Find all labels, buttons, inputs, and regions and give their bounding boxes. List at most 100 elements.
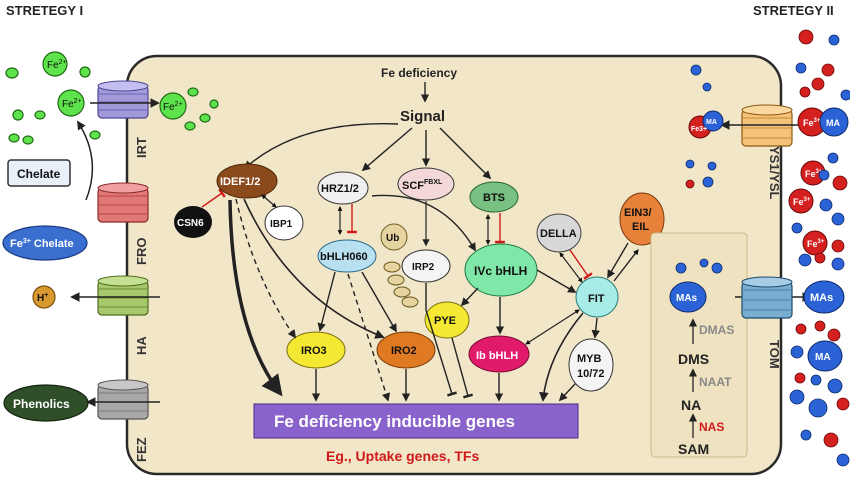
mas-outside-label: MAs	[810, 292, 833, 304]
svg-text:Fe3+: Fe3+	[807, 239, 825, 249]
fe-deficiency-genes-box	[253, 403, 579, 439]
della-node	[536, 213, 582, 253]
ma-dots-inside	[675, 258, 723, 274]
nas-label: NAS	[699, 420, 724, 434]
fe3-ma-complex-outside: Fe3+ MA	[797, 107, 849, 137]
scf-node	[397, 167, 455, 201]
fe2-ions	[5, 66, 219, 145]
svg-text:H+: H+	[37, 292, 48, 304]
strategy-ii-title: STRETEGY II	[753, 3, 834, 18]
myb-label-line1: MYB	[577, 353, 602, 365]
ib-fit-interaction	[525, 309, 580, 345]
fe-deficiency-label: Fe deficiency	[381, 66, 457, 80]
ib-bhlh-label: Ib bHLH	[476, 350, 518, 362]
scf-label: SCFFBXL	[402, 179, 443, 192]
fe3-ma-complex-inside: Fe3+ MA	[688, 110, 724, 139]
ibp1-label: IBP1	[270, 219, 293, 230]
fit-node	[575, 276, 619, 318]
fit-to-myb-arrow	[591, 317, 600, 339]
idef-to-genes-thick-arrow	[228, 199, 283, 397]
ma-outside-label: MA	[815, 352, 831, 363]
irp2-inhibits-genes	[425, 283, 458, 397]
ein3-node	[619, 192, 665, 246]
genes-box-label: Fe deficiency inducible genes	[274, 412, 515, 431]
bhlh060-to-iro3-arrow	[317, 271, 336, 332]
root-cell	[125, 54, 783, 476]
idef-label: IDEF1/2	[220, 176, 260, 188]
signal-to-idef	[243, 122, 399, 170]
ein3-label-line1: EIN3/	[624, 207, 652, 219]
ysl-label: YS1/YSL	[767, 146, 782, 200]
iro2-label: IRO2	[391, 345, 417, 357]
bhlh060-node	[317, 239, 377, 273]
genes-note: Eg., Uptake genes, TFs	[326, 448, 479, 464]
idef-ibp1-interaction	[261, 194, 277, 208]
fro-transporter	[97, 182, 149, 223]
ub-label: Ub	[386, 233, 399, 244]
svg-text:Fe3+: Fe3+	[803, 118, 821, 128]
tom-transporter	[741, 276, 793, 319]
idef-to-iro2-arrow	[243, 198, 385, 339]
ein3-fit-arrow-1	[607, 242, 629, 279]
pye-label: PYE	[434, 315, 456, 327]
bts-label: BTS	[483, 192, 505, 204]
irp2-node	[401, 249, 451, 283]
strategy-i-title: STRETEGY I	[6, 3, 83, 18]
tom-label: TOM	[767, 340, 782, 369]
iro2-node	[376, 331, 436, 369]
fez-transporter	[97, 379, 149, 420]
svg-text:Fe2+: Fe2+	[47, 59, 67, 71]
mas-inside-node	[669, 281, 707, 313]
signal-label: Signal	[400, 108, 445, 125]
fro-label: FRO	[134, 238, 149, 265]
svg-text:Fe3+: Fe3+	[793, 197, 811, 207]
ivc-to-fit-arrow	[536, 269, 577, 293]
fe2-ion-labelled-2: Fe2+	[57, 89, 85, 117]
ein3-fit-arrow-2	[613, 249, 639, 282]
fe3-ion-2: Fe3+	[788, 188, 814, 214]
irt-transporter	[97, 80, 149, 119]
idef-node	[216, 163, 278, 199]
iro3-node	[286, 331, 346, 369]
myb-label-line2: 10/72	[577, 368, 605, 380]
idef-to-iro3-dashed	[235, 198, 296, 339]
ysl-transporter	[741, 104, 793, 147]
csn6-label: CSN6	[177, 218, 204, 229]
csn6-inhibits-idef	[201, 188, 226, 208]
svg-text:MA: MA	[706, 119, 717, 126]
ma-outside-node	[807, 340, 843, 372]
svg-text:Fe2+: Fe2+	[62, 98, 82, 110]
signal-to-hrz	[361, 127, 413, 172]
ub-node	[380, 223, 408, 251]
ubiquitin-chain	[383, 261, 419, 308]
fit-label: FIT	[588, 293, 605, 305]
fe3-ion-3: Fe3+	[802, 230, 828, 256]
hrz-label: HRZ1/2	[321, 183, 359, 195]
ein3-label-line2: EIL	[632, 221, 649, 233]
fez-label: FEZ	[134, 437, 149, 462]
bhlh060-label: bHLH060	[320, 251, 368, 263]
della-label: DELLA	[540, 228, 577, 240]
myb-node	[568, 338, 614, 392]
fe3-chelate: Fe3+ Chelate	[2, 225, 88, 261]
pye-node	[424, 301, 470, 339]
mas-outside-node	[803, 280, 845, 314]
chelate-to-fe2-arrow	[77, 120, 94, 201]
pye-inhibits-genes	[451, 337, 474, 399]
bhlh060-to-iro2-arrow	[361, 271, 397, 333]
phenolics-label: Phenolics	[13, 397, 70, 411]
ha-transporter	[97, 275, 149, 316]
hrz-to-ivc-arrow	[371, 194, 476, 252]
ha-label: HA	[134, 336, 149, 355]
hrz-node	[317, 171, 369, 205]
chelate-box	[7, 159, 71, 187]
fe3-ma-scattered-particles	[685, 29, 850, 467]
svg-text:Fe3+: Fe3+	[805, 169, 823, 179]
sam-label: SAM	[678, 441, 709, 457]
csn6-node	[174, 206, 212, 238]
ib-bhlh-node	[468, 335, 530, 373]
irp2-label: IRP2	[412, 262, 435, 273]
mas-inside-label: MAs	[676, 293, 698, 304]
della-fit-interaction	[559, 252, 583, 283]
naat-label: NAAT	[699, 375, 732, 389]
